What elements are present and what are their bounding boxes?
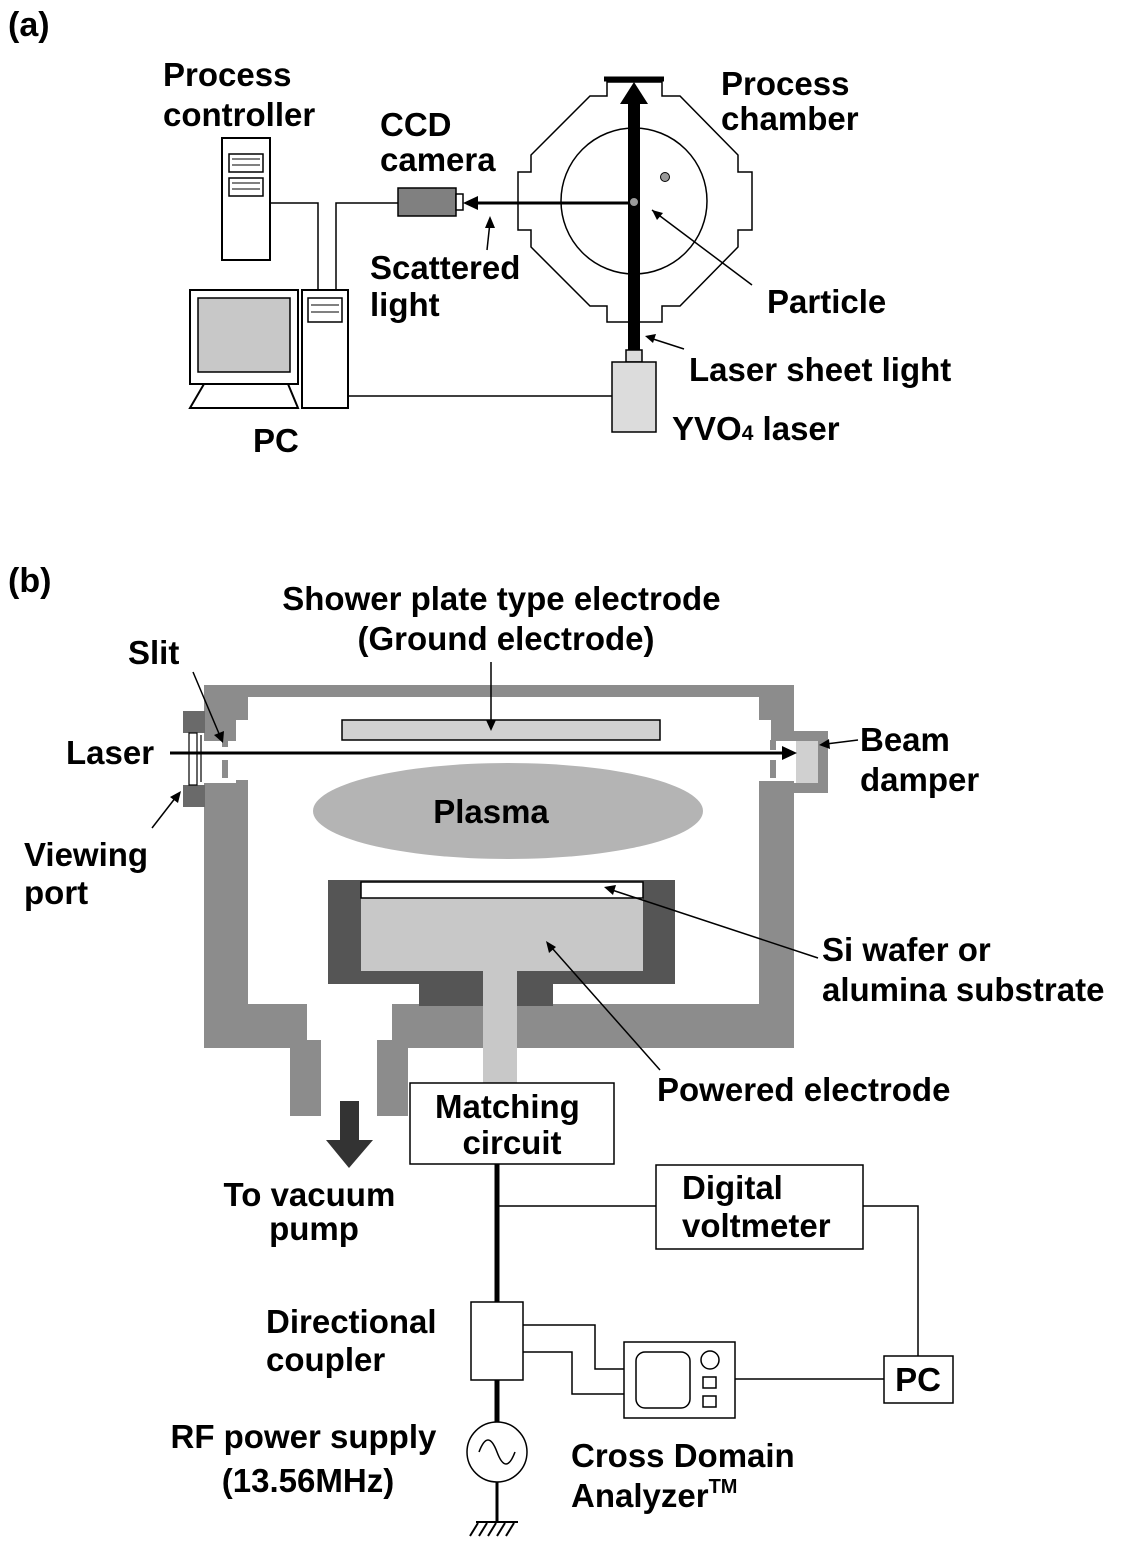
wafer-pointer-head <box>604 885 616 895</box>
beam-damper <box>786 731 828 793</box>
scattered-light-label: Scattered light <box>370 249 530 323</box>
ccd-camera-icon <box>397 187 464 217</box>
vacuum-chamber-walls <box>204 685 794 1116</box>
viewing-port-pointer <box>151 796 177 829</box>
matching-circuit-box <box>409 1082 615 1165</box>
laser-sheet-beam <box>628 100 640 350</box>
rf-power-supply-label: RF power supply (13.56MHz) <box>170 1418 445 1499</box>
plasma-region <box>313 763 703 859</box>
yvo4-laser-label: YVO4 laser <box>672 410 840 447</box>
viewing-port-pointer-head <box>170 791 181 803</box>
vacuum-pump-arrow <box>326 1101 373 1168</box>
laser-sheet-light-label: Laser sheet light <box>689 351 951 388</box>
shower-plate-label: Shower plate type electrode (Ground elec… <box>282 580 729 657</box>
powered-electrode-pointer-head <box>546 941 556 953</box>
signal-wires-b <box>497 1205 919 1395</box>
shower-plate-electrode <box>341 719 661 741</box>
laser-label: Laser <box>66 734 154 771</box>
wafer-label: Si wafer or alumina substrate <box>822 931 1104 1008</box>
panel-a-tag: (a) <box>8 6 50 44</box>
vacuum-pump-label: To vacuum pump <box>224 1176 405 1247</box>
process-chamber-label: Process chamber <box>721 65 859 137</box>
beam-damper-pointer <box>825 739 859 745</box>
laser-sheet-pointer <box>649 337 685 350</box>
cross-domain-analyzer-label: Cross Domain AnalyzerTM <box>571 1437 804 1514</box>
slit-label: Slit <box>128 634 179 671</box>
pc-label-a: PC <box>253 422 299 459</box>
pc-tower-icon <box>301 289 349 409</box>
slit-stub <box>770 740 776 750</box>
digital-voltmeter-box <box>655 1164 864 1250</box>
cables-a <box>270 202 612 397</box>
beam-damper-label: Beam damper <box>860 721 979 798</box>
viewing-port-label: Viewing port <box>24 836 157 911</box>
laser-sheet-pointer-head <box>645 334 656 343</box>
scattered-light-arrowhead <box>463 196 478 210</box>
particle-label: Particle <box>767 283 886 320</box>
slit-stub <box>222 760 228 778</box>
process-controller-icon <box>221 137 271 261</box>
panel-a: (a) Process controller PC <box>8 6 951 459</box>
slit-stub <box>222 735 228 747</box>
slit-pointer <box>192 671 221 737</box>
plasma-label: Plasma <box>433 793 549 830</box>
powered-electrode-pointer <box>551 947 661 1071</box>
particle-dot <box>629 197 639 207</box>
laser-nozzle <box>625 349 643 363</box>
particle-dot <box>660 172 670 182</box>
viewing-port <box>183 711 205 807</box>
pc-box-b <box>883 1355 954 1404</box>
pc-monitor-icon <box>188 289 300 409</box>
cross-domain-analyzer-icon <box>623 1341 736 1419</box>
particle-pointer <box>651 209 753 286</box>
ground-icon <box>469 1521 518 1537</box>
matching-circuit-label: Matching circuit <box>435 1088 589 1161</box>
beam-damper-pointer-head <box>819 739 830 749</box>
pc-label-b: PC <box>895 1361 941 1398</box>
slit-pointer-head <box>214 731 224 743</box>
scattered-light-pointer-head <box>485 216 495 228</box>
shower-plate-pointer-head <box>486 720 496 731</box>
panel-b: (b) Shower plate type electrode (Ground … <box>8 562 1104 1537</box>
directional-coupler-box <box>470 1301 524 1381</box>
yvo4-laser-icon <box>611 361 657 433</box>
digital-voltmeter-label: Digital voltmeter <box>682 1169 831 1244</box>
powered-electrode-label: Powered electrode <box>657 1071 950 1108</box>
laser-sheet-arrowhead <box>620 82 648 104</box>
particle-pointer-head <box>652 210 663 220</box>
wafer-pointer <box>611 889 819 959</box>
slit-stub <box>770 760 776 778</box>
rf-source-icon <box>466 1421 528 1483</box>
process-controller-label: Process controller <box>163 56 315 133</box>
laser-beam-arrowhead <box>782 746 797 760</box>
si-wafer <box>360 881 644 899</box>
ccd-camera-label: CCD camera <box>380 106 496 178</box>
directional-coupler-label: Directional coupler <box>266 1303 446 1378</box>
panel-b-tag: (b) <box>8 562 51 600</box>
